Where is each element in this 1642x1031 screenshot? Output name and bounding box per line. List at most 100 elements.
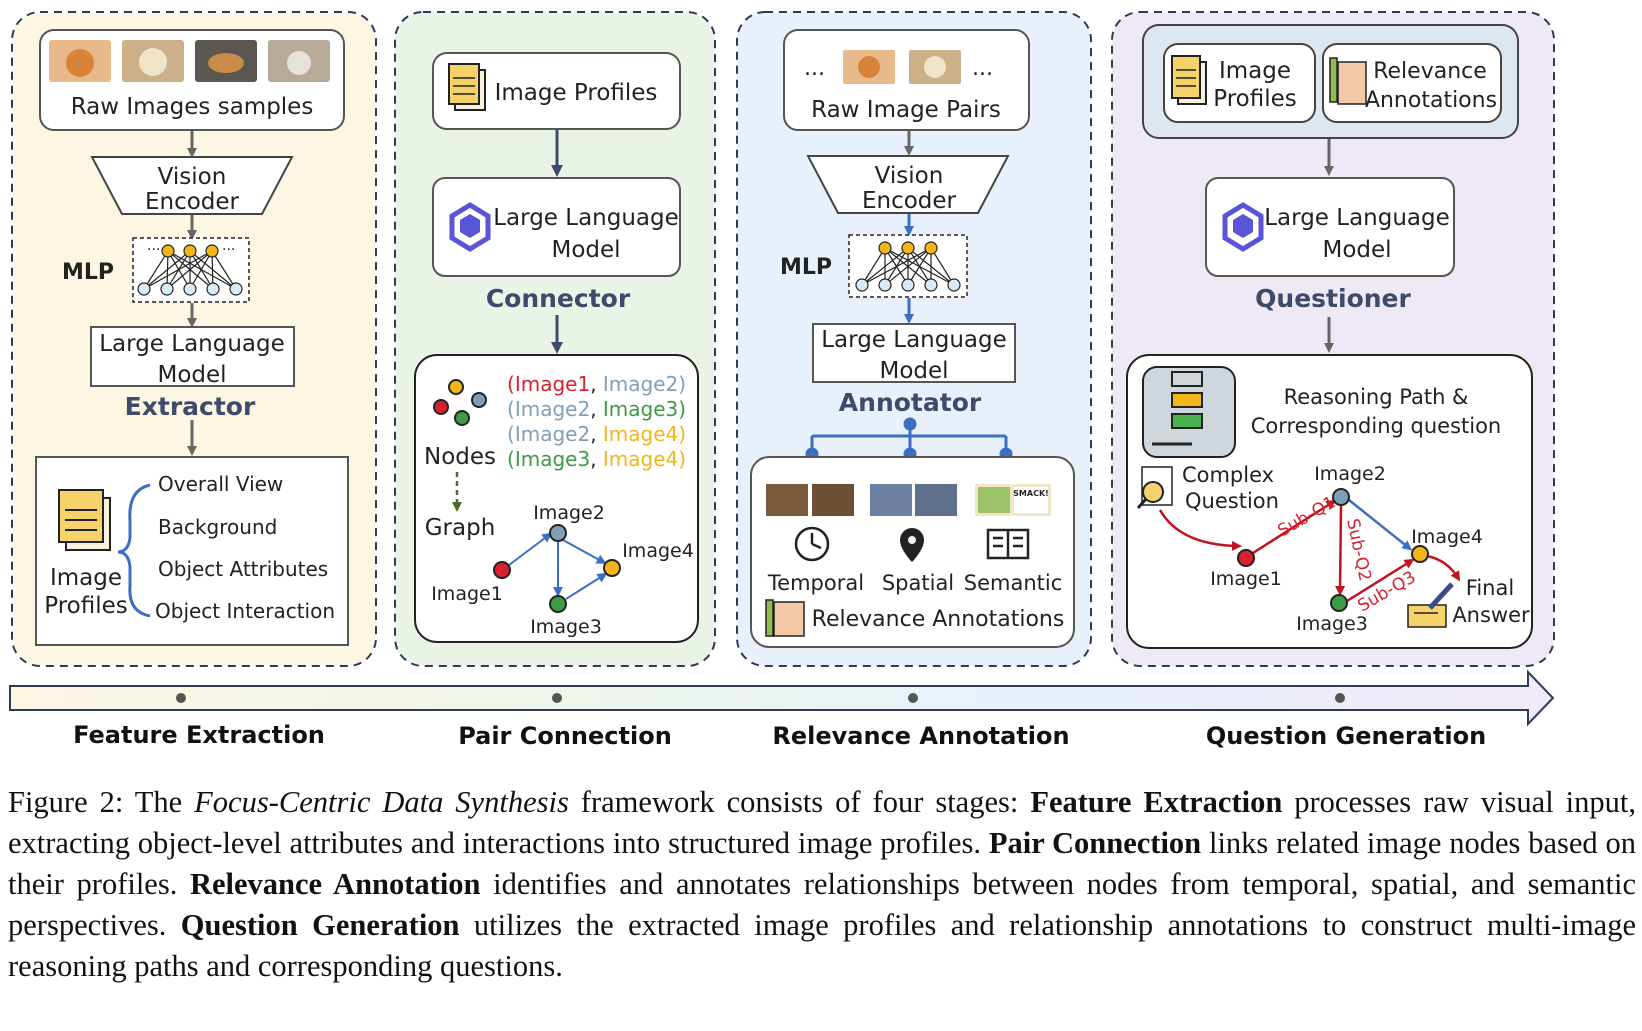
stage-label-relevance-annotation: Relevance Annotation <box>772 722 1069 750</box>
panel-relevance-annotation: ... ... Raw Image Pairs Vision Encoder M… <box>736 11 1092 667</box>
svg-text:Large Language: Large Language <box>1264 205 1450 231</box>
svg-text:SMACK!: SMACK! <box>1013 489 1049 498</box>
svg-text:Model: Model <box>551 237 620 263</box>
brace <box>117 483 151 618</box>
document-icon <box>448 63 486 111</box>
svg-text:Large Language: Large Language <box>821 327 1007 353</box>
svg-text:Profiles: Profiles <box>44 593 128 619</box>
book-icon <box>986 528 1030 560</box>
svg-text:Background: Background <box>158 515 277 539</box>
svg-text:Image3: Image3 <box>530 616 602 638</box>
panel-feature-extraction: Raw Images samples Vision Encoder MLP ··… <box>11 11 377 667</box>
mlp-network <box>855 241 961 292</box>
llm-box <box>1205 177 1455 277</box>
svg-text:Object Attributes: Object Attributes <box>158 557 328 581</box>
graph-box <box>414 354 699 643</box>
vision-encoder <box>806 155 1010 214</box>
svg-text:Corresponding question: Corresponding question <box>1251 414 1502 438</box>
raw-image-thumbnails <box>49 40 330 82</box>
svg-text:Complex: Complex <box>1182 463 1274 487</box>
figure-caption: Figure 2: The Focus-Centric Data Synthes… <box>8 785 1636 983</box>
svg-text:Annotations: Annotations <box>1365 88 1497 113</box>
llm-box <box>90 326 295 387</box>
question-magnifier-icon <box>1136 466 1173 509</box>
stage-label-question-generation: Question Generation <box>1206 722 1486 750</box>
mlp-label: MLP <box>62 260 114 285</box>
document-icon <box>1171 55 1207 105</box>
svg-text:Overall View: Overall View <box>158 472 283 496</box>
document-icon <box>58 489 111 551</box>
svg-text:Raw Image Pairs: Raw Image Pairs <box>811 97 1001 123</box>
svg-text:(Image2, Image4): (Image2, Image4) <box>507 422 686 446</box>
llm-logo-icon <box>449 202 491 252</box>
stage-label-pair-connection: Pair Connection <box>458 722 672 750</box>
clock-icon <box>794 526 830 562</box>
svg-text:(Image2, Image3): (Image2, Image3) <box>507 397 686 421</box>
role-annotator: Annotator <box>839 388 982 417</box>
svg-text:Model: Model <box>879 358 948 384</box>
role-extractor: Extractor <box>125 392 256 421</box>
graph <box>508 532 608 600</box>
role-connector: Connector <box>486 284 631 313</box>
svg-text:Image2: Image2 <box>533 502 605 524</box>
panel-pair-connection: Image Profiles Large Language Model Conn… <box>394 11 716 667</box>
svg-text:Object Interaction: Object Interaction <box>155 599 335 623</box>
timeline: Feature Extraction Pair Connection Relev… <box>9 669 1555 750</box>
svg-text:Final: Final <box>1466 576 1514 600</box>
svg-text:Encoder: Encoder <box>862 188 957 214</box>
svg-text:Semantic: Semantic <box>964 571 1063 595</box>
svg-text:Relevance: Relevance <box>1373 59 1487 84</box>
svg-text:Vision: Vision <box>158 164 227 190</box>
svg-text:···: ··· <box>147 242 160 258</box>
location-pin-icon <box>900 528 924 562</box>
svg-text:Spatial: Spatial <box>882 571 954 595</box>
flowchart-icon <box>1142 366 1236 458</box>
svg-text:Large Language: Large Language <box>493 205 679 231</box>
svg-text:Image: Image <box>1219 58 1291 84</box>
svg-text:Image: Image <box>50 565 122 591</box>
pair-list: (Image1, Image2) (Image2, Image3) (Image… <box>507 372 686 471</box>
final-answer-icon <box>1407 582 1454 628</box>
llm-box <box>432 177 681 277</box>
pencil-paper-icon <box>1329 57 1367 105</box>
svg-text:Image1: Image1 <box>1210 568 1282 590</box>
svg-text:Graph: Graph <box>425 515 496 541</box>
svg-text:...: ... <box>972 56 993 81</box>
stage-label-feature-extraction: Feature Extraction <box>73 721 325 749</box>
nodes-icon <box>433 379 487 426</box>
svg-text:Large Language: Large Language <box>99 331 285 357</box>
svg-text:Answer: Answer <box>1452 603 1530 627</box>
mlp-label: MLP <box>780 255 832 280</box>
svg-text:Question: Question <box>1185 489 1279 513</box>
svg-text:Temporal: Temporal <box>767 571 864 595</box>
pencil-paper-icon <box>765 599 805 637</box>
svg-text:(Image1, Image2): (Image1, Image2) <box>507 372 686 396</box>
svg-text:Image2: Image2 <box>1314 463 1386 485</box>
svg-text:Profiles: Profiles <box>1213 86 1297 112</box>
mlp-network <box>137 244 243 296</box>
svg-text:···: ··· <box>222 242 235 258</box>
svg-text:Image4: Image4 <box>622 540 694 562</box>
svg-text:(Image3, Image4): (Image3, Image4) <box>507 447 686 471</box>
svg-text:Nodes: Nodes <box>424 444 496 470</box>
svg-text:Vision: Vision <box>875 163 944 189</box>
svg-text:Image4: Image4 <box>1411 526 1483 548</box>
svg-text:Image3: Image3 <box>1296 613 1368 635</box>
svg-text:...: ... <box>804 56 825 81</box>
llm-logo-icon <box>1222 202 1264 252</box>
vision-encoder <box>90 156 294 215</box>
svg-text:Image1: Image1 <box>431 583 503 605</box>
svg-text:Model: Model <box>157 362 226 388</box>
role-questioner: Questioner <box>1255 284 1411 313</box>
relevance-annotations-box <box>1322 43 1502 123</box>
svg-text:Reasoning Path &: Reasoning Path & <box>1284 385 1469 409</box>
svg-text:Relevance Annotations: Relevance Annotations <box>812 607 1065 632</box>
svg-text:Image Profiles: Image Profiles <box>495 80 658 106</box>
svg-text:Encoder: Encoder <box>145 189 240 215</box>
svg-text:Model: Model <box>1322 237 1391 263</box>
annotation-thumbnails: SMACK! <box>766 484 1051 516</box>
image-profiles-box <box>432 52 681 130</box>
framework-diagram: Raw Images samples Vision Encoder MLP ··… <box>9 11 1555 750</box>
reasoning-graph <box>1237 488 1461 612</box>
llm-box <box>812 323 1016 383</box>
